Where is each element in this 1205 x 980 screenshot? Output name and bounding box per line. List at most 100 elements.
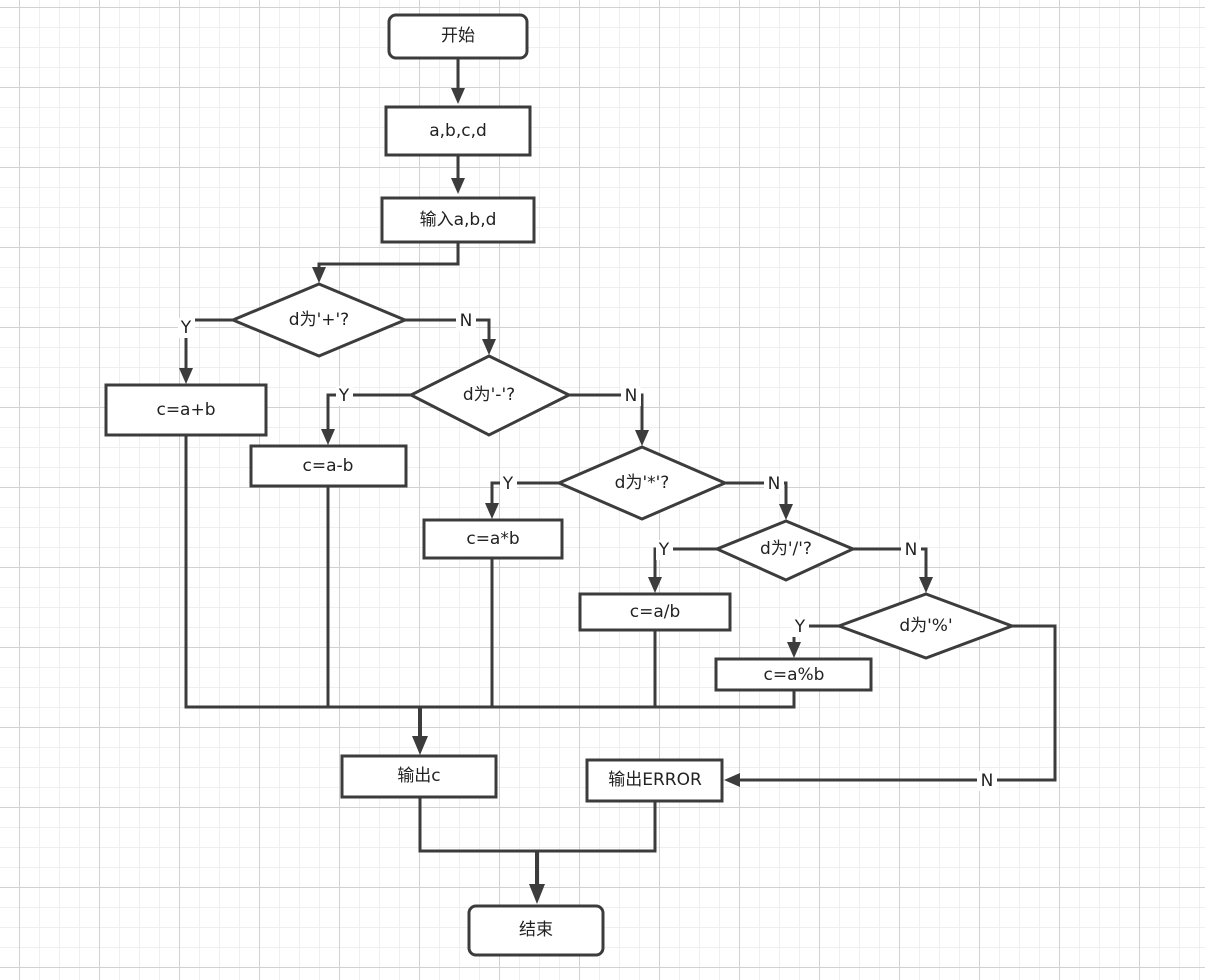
- edge-op-mod-merge: [420, 690, 796, 709]
- edge-label-add-no: N: [460, 311, 473, 331]
- arrowhead: [412, 736, 428, 755]
- node-op-sub[interactable]: c=a-b: [249, 444, 408, 488]
- arrowhead: [787, 642, 801, 658]
- decision-shape: [555, 445, 729, 521]
- node-op-div-label: c=a/b: [630, 602, 681, 622]
- node-declare-label: a,b,c,d: [429, 121, 487, 141]
- edge-check-div-yes: [653, 547, 717, 581]
- process-shape: [422, 518, 564, 560]
- edge-check-sub-yes: [326, 393, 411, 433]
- arrowhead: [482, 339, 496, 355]
- arrowhead: [648, 577, 662, 593]
- node-output-c[interactable]: 输出c: [340, 754, 498, 799]
- arrowhead: [779, 504, 793, 520]
- process-shape: [585, 758, 724, 803]
- terminator-shape: [387, 13, 529, 60]
- label-bg: [178, 318, 195, 338]
- decision-sub[interactable]: d为'-'?: [407, 354, 573, 437]
- terminator-shape: [467, 904, 605, 957]
- decision-mod[interactable]: d为'%': [834, 592, 1017, 660]
- node-op-add-label: c=a+b: [156, 400, 215, 420]
- node-op-mul[interactable]: c=a*b: [422, 518, 564, 560]
- edge-check-add-no: [405, 318, 491, 343]
- node-start[interactable]: 开始: [387, 13, 529, 60]
- decision-shape: [407, 354, 573, 437]
- edge-input-check-add: [317, 242, 460, 271]
- edge-labels: Y N Y N Y N Y N Y N: [178, 311, 997, 791]
- node-op-mod-label: c=a%b: [764, 665, 825, 685]
- edge-op-add-merge: [184, 435, 420, 709]
- nodes: 开始 a,b,c,d 输入a,b,d d为'+'? d为'-'? d为'*'?: [104, 13, 1017, 957]
- edge-check-mul-yes: [490, 481, 559, 507]
- edge-label-mod-yes: Y: [794, 617, 806, 637]
- arrowhead: [919, 577, 933, 593]
- decision-add-label: d为'+'?: [289, 310, 349, 330]
- decision-shape: [834, 592, 1017, 660]
- node-start-label: 开始: [441, 26, 475, 46]
- node-input[interactable]: 输入a,b,d: [380, 196, 536, 244]
- decision-mod-label: d为'%': [899, 616, 952, 636]
- arrowhead: [321, 429, 335, 445]
- node-op-div[interactable]: c=a/b: [578, 592, 732, 632]
- node-end[interactable]: 结束: [467, 904, 605, 957]
- arrowhead: [179, 368, 193, 384]
- edge-label-sub-no: N: [625, 386, 638, 406]
- edge-label-mul-yes: Y: [502, 474, 514, 494]
- process-shape: [384, 105, 532, 157]
- decision-shape: [229, 282, 409, 358]
- label-bg: [621, 386, 641, 406]
- node-output-c-label: 输出c: [397, 766, 440, 786]
- decision-div[interactable]: d为'/'?: [713, 519, 857, 582]
- process-shape: [104, 383, 268, 437]
- label-bg: [977, 771, 997, 791]
- connectors: [179, 58, 1057, 904]
- label-bg: [764, 474, 784, 494]
- edge-check-mul-no: [725, 481, 788, 508]
- process-shape: [380, 196, 536, 244]
- arrowhead: [485, 503, 499, 519]
- arrowhead: [451, 178, 465, 194]
- decision-mul-label: d为'*'?: [615, 473, 670, 493]
- process-shape: [340, 754, 498, 799]
- label-bg: [792, 617, 809, 637]
- label-bg: [656, 540, 673, 560]
- node-op-sub-label: c=a-b: [303, 456, 354, 476]
- label-bg: [456, 311, 476, 331]
- arrowhead: [724, 773, 740, 787]
- edge-label-div-no: N: [905, 540, 918, 560]
- arrowhead: [312, 267, 326, 283]
- label-bg: [336, 386, 353, 406]
- node-op-mod[interactable]: c=a%b: [714, 657, 873, 692]
- edge-label-mul-no: N: [768, 474, 781, 494]
- arrowhead: [635, 430, 649, 446]
- decision-mul[interactable]: d为'*'?: [555, 445, 729, 521]
- node-input-label: 输入a,b,d: [420, 210, 497, 230]
- decision-shape: [713, 519, 857, 582]
- edge-check-div-no: [853, 547, 928, 581]
- edge-check-mod-no: [736, 624, 1057, 782]
- decision-div-label: d为'/'?: [760, 539, 812, 559]
- node-declare[interactable]: a,b,c,d: [384, 105, 532, 157]
- process-shape: [578, 592, 732, 632]
- label-bg: [901, 540, 921, 560]
- edge-check-sub-no: [569, 393, 644, 434]
- arrowhead: [529, 884, 545, 904]
- edge-label-mod-no: N: [981, 771, 994, 791]
- process-shape: [714, 657, 873, 692]
- edge-output-error-end: [537, 801, 657, 853]
- node-op-add[interactable]: c=a+b: [104, 383, 268, 437]
- arrowhead: [451, 88, 465, 104]
- label-bg: [500, 474, 517, 494]
- edge-output-c-end: [418, 797, 537, 853]
- edge-label-sub-yes: Y: [338, 386, 350, 406]
- edge-label-div-yes: Y: [658, 540, 670, 560]
- decision-add[interactable]: d为'+'?: [229, 282, 409, 358]
- node-output-error-label: 输出ERROR: [608, 770, 702, 790]
- node-end-label: 结束: [519, 920, 553, 940]
- node-output-error[interactable]: 输出ERROR: [585, 758, 724, 803]
- edge-label-add-yes: Y: [180, 318, 192, 338]
- node-op-mul-label: c=a*b: [466, 529, 519, 549]
- process-shape: [249, 444, 408, 488]
- decision-sub-label: d为'-'?: [463, 385, 515, 405]
